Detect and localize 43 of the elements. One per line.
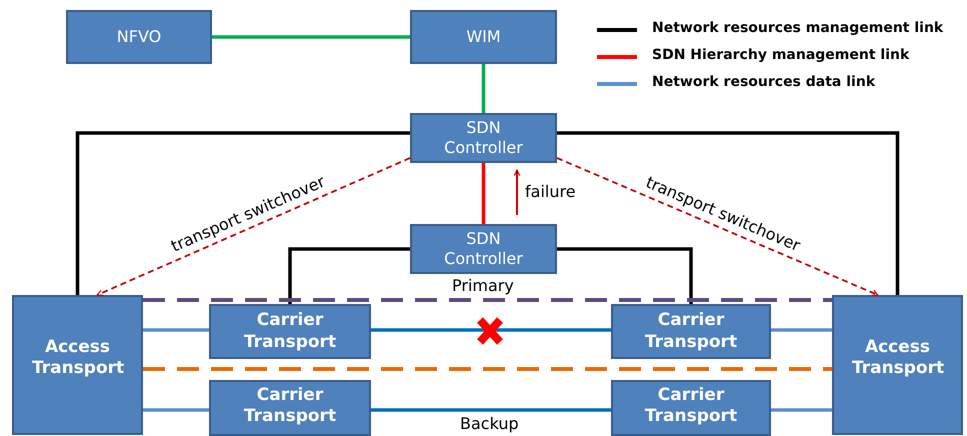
node-label: Carrier Transport <box>644 310 738 353</box>
controller-box <box>410 224 557 274</box>
node-label: SDN Controller <box>443 118 524 158</box>
dashed-connector <box>143 367 832 371</box>
annotation: failure <box>525 182 576 201</box>
path-label: Backup <box>460 414 519 433</box>
legend-label: SDN Hierarchy management link <box>652 47 910 63</box>
connector <box>288 247 410 304</box>
path-label: Primary <box>452 276 514 295</box>
node-label: Access Transport <box>852 337 943 380</box>
dashed-connector <box>143 298 832 302</box>
connector <box>371 408 611 412</box>
connector <box>482 64 486 113</box>
connector <box>76 131 410 295</box>
connector <box>557 247 693 304</box>
controller-box <box>66 10 212 64</box>
controller-box <box>410 113 557 163</box>
legend-label: Network resources management link <box>652 20 944 36</box>
node-label: WIM <box>465 27 502 47</box>
transport-box <box>209 304 371 359</box>
dashed-connector <box>96 157 410 296</box>
transport-box <box>611 380 771 436</box>
transport-box <box>209 380 371 436</box>
connector <box>371 328 611 332</box>
node-label: Carrier Transport <box>644 385 738 428</box>
node-label: NFVO <box>116 27 162 47</box>
connector <box>557 131 900 295</box>
connector <box>212 35 410 39</box>
transport-box <box>611 304 771 359</box>
node-label: SDN Controller <box>443 229 524 269</box>
connector <box>482 163 486 224</box>
connector <box>771 408 832 412</box>
node-label: Carrier Transport <box>242 310 338 353</box>
dashed-connector <box>556 157 878 296</box>
connector <box>143 408 209 412</box>
node-label: Access Transport <box>32 337 123 380</box>
connector <box>771 328 832 332</box>
connector <box>143 328 209 332</box>
transport-box <box>832 295 963 435</box>
node-label: Carrier Transport <box>242 385 338 428</box>
transport-box <box>12 295 143 435</box>
controller-box <box>410 10 557 64</box>
legend-label: Network resources data link <box>652 74 876 90</box>
